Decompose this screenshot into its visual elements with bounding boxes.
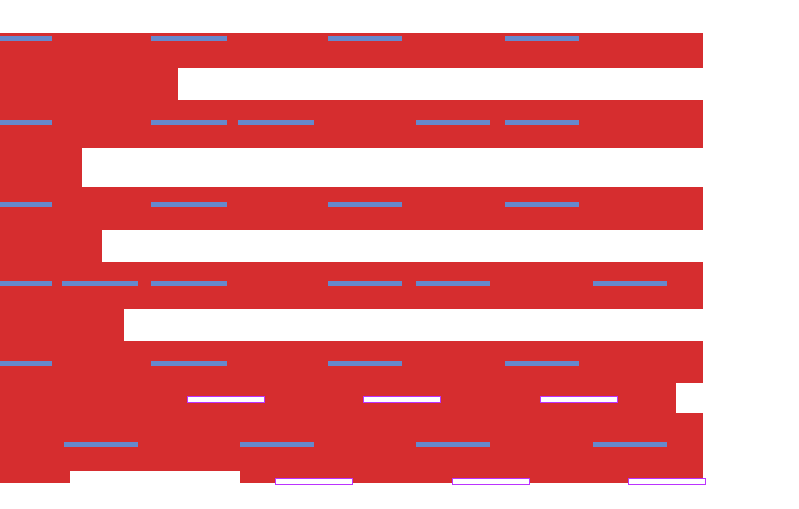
page-title: Redacted Document Page bbox=[0, 0, 1, 1]
blue-marker-r1-c1[interactable] bbox=[0, 36, 52, 41]
band-6-mid-stub bbox=[240, 471, 703, 483]
violet-marker-r2-c2[interactable] bbox=[452, 478, 530, 485]
blue-marker-r5-c4[interactable] bbox=[505, 361, 579, 366]
blue-marker-r6-c1[interactable] bbox=[64, 442, 138, 447]
blue-marker-r2-c3[interactable] bbox=[238, 120, 314, 125]
blue-marker-r4-c5[interactable] bbox=[416, 281, 490, 286]
blue-marker-r3-c3[interactable] bbox=[328, 202, 402, 207]
violet-marker-r1-c2[interactable] bbox=[363, 396, 441, 403]
blue-marker-r4-c2[interactable] bbox=[62, 281, 138, 286]
blue-marker-r4-c6[interactable] bbox=[593, 281, 667, 286]
blue-marker-r5-c2[interactable] bbox=[151, 361, 227, 366]
blue-marker-r6-c4[interactable] bbox=[593, 442, 667, 447]
blue-marker-r1-c4[interactable] bbox=[505, 36, 579, 41]
blue-marker-r2-c1[interactable] bbox=[0, 120, 52, 125]
blue-marker-r3-c4[interactable] bbox=[505, 202, 579, 207]
blue-marker-r3-c2[interactable] bbox=[151, 202, 227, 207]
violet-marker-r2-c1[interactable] bbox=[275, 478, 353, 485]
violet-marker-r1-c3[interactable] bbox=[540, 396, 618, 403]
band-3 bbox=[0, 187, 703, 230]
page-description: Document page with all body text obscure… bbox=[0, 0, 1, 1]
band-4-left-stub bbox=[0, 309, 124, 341]
blue-marker-r3-c1[interactable] bbox=[0, 202, 52, 207]
blue-marker-r5-c1[interactable] bbox=[0, 361, 52, 366]
blue-marker-r1-c2[interactable] bbox=[151, 36, 227, 41]
blue-marker-r2-c5[interactable] bbox=[505, 120, 579, 125]
blue-marker-r4-c3[interactable] bbox=[151, 281, 227, 286]
blue-marker-r6-c2[interactable] bbox=[240, 442, 314, 447]
band-3-left-stub bbox=[0, 230, 102, 262]
blue-marker-r1-c3[interactable] bbox=[328, 36, 402, 41]
blue-marker-r5-c3[interactable] bbox=[328, 361, 402, 366]
band-2 bbox=[0, 100, 703, 148]
band-1-left-stub bbox=[0, 68, 178, 100]
blue-marker-r4-c4[interactable] bbox=[328, 281, 402, 286]
blue-marker-r2-c4[interactable] bbox=[416, 120, 490, 125]
band-2-left-stub bbox=[0, 148, 82, 187]
blue-marker-r4-c1[interactable] bbox=[0, 281, 52, 286]
violet-marker-r1-c1[interactable] bbox=[187, 396, 265, 403]
band-6-left-stub bbox=[0, 471, 70, 483]
blue-marker-r6-c3[interactable] bbox=[416, 442, 490, 447]
blue-marker-r2-c2[interactable] bbox=[151, 120, 227, 125]
violet-marker-r2-c3[interactable] bbox=[628, 478, 706, 485]
